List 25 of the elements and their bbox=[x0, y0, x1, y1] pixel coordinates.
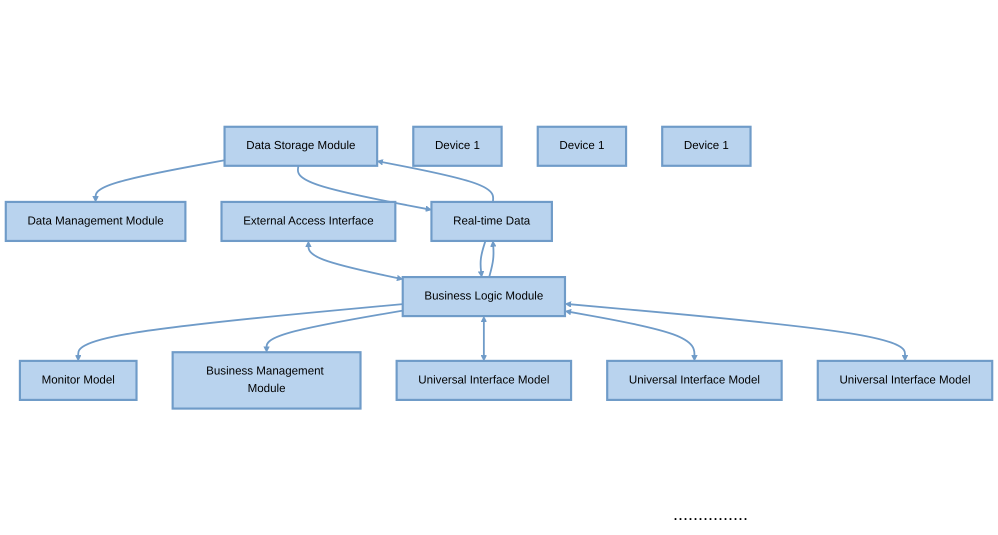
node-box: Universal Interface Model bbox=[816, 360, 994, 401]
arrow bbox=[480, 316, 488, 361]
arrow bbox=[376, 158, 494, 202]
arrow bbox=[564, 301, 908, 361]
arrow bbox=[564, 308, 698, 361]
ellipsis-note: ............... bbox=[672, 504, 748, 525]
node-box: Business Management Module bbox=[172, 350, 362, 410]
node-box: External Access Interface bbox=[220, 200, 396, 242]
node-box: Monitor Model bbox=[18, 360, 138, 401]
node-box: Universal Interface Model bbox=[396, 360, 572, 401]
node-box: Data Management Module bbox=[4, 200, 186, 242]
arrow bbox=[75, 303, 403, 361]
node-box: Universal Interface Model bbox=[606, 360, 783, 401]
arrow bbox=[92, 159, 225, 202]
node-box: Device 1 bbox=[536, 126, 628, 167]
node-box: Data Storage Module bbox=[223, 126, 378, 167]
arrow bbox=[488, 240, 496, 278]
arrow bbox=[478, 240, 486, 278]
node-box: Device 1 bbox=[661, 126, 752, 167]
node-box: Business Logic Module bbox=[402, 276, 566, 317]
arrow bbox=[305, 240, 404, 281]
arrow bbox=[263, 310, 403, 352]
node-box: Device 1 bbox=[412, 126, 503, 167]
node-box: Real-time Data bbox=[430, 200, 553, 242]
arrow bbox=[296, 166, 432, 212]
